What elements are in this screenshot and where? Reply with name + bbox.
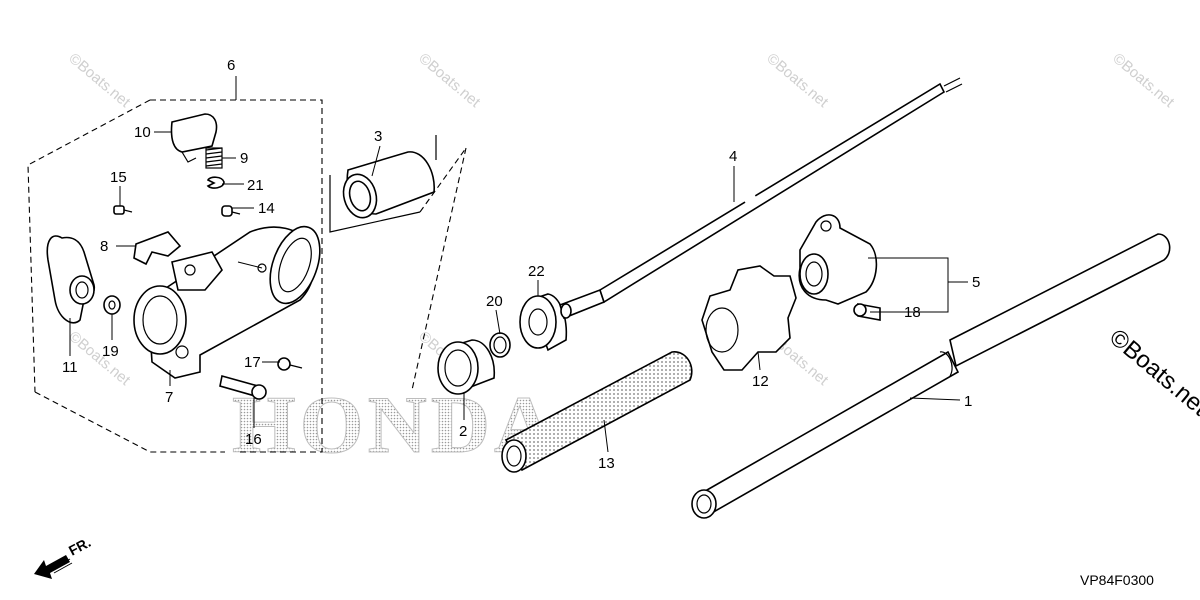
callout-3: 3 — [374, 128, 382, 145]
bolt-15 — [113, 205, 133, 215]
boats-watermark: ©Boats.net — [415, 50, 484, 111]
snap-ring — [489, 332, 511, 358]
lock-button — [170, 113, 218, 163]
callout-8: 8 — [100, 238, 108, 255]
callout-14: 14 — [258, 200, 275, 217]
diagram-code: VP84F0300 — [1080, 572, 1154, 588]
damper — [701, 265, 797, 371]
pipe-3 — [329, 135, 467, 391]
boats-watermark-large: ©Boats.net — [1104, 324, 1200, 421]
callout-10: 10 — [134, 124, 151, 141]
leader-lines — [69, 76, 968, 453]
front-label: FR. — [66, 534, 93, 559]
callout-12: 12 — [752, 373, 769, 390]
drive-shaft — [559, 77, 963, 320]
washer — [103, 295, 121, 315]
bolt-18 — [853, 303, 881, 321]
callout-5: 5 — [972, 274, 980, 291]
boats-watermark: ©Boats.net — [65, 50, 134, 111]
callout-7: 7 — [165, 389, 173, 406]
callout-21: 21 — [247, 177, 264, 194]
honda-watermark: HONDA — [232, 379, 557, 470]
callout-22: 22 — [528, 263, 545, 280]
callout-20: 20 — [486, 293, 503, 310]
callout-15: 15 — [110, 169, 127, 186]
spring — [205, 147, 223, 169]
grip-tube — [501, 351, 693, 473]
collar — [437, 339, 496, 395]
bracket — [798, 214, 878, 305]
boats-watermark: ©Boats.net — [763, 50, 832, 111]
boats-watermark: ©Boats.net — [1109, 50, 1178, 111]
bolt-14 — [221, 205, 241, 217]
bolt-17 — [277, 357, 303, 371]
callout-17: 17 — [244, 354, 261, 371]
callout-16: 16 — [245, 431, 262, 448]
clip — [133, 231, 182, 266]
front-direction-arrow: FR. — [34, 534, 93, 579]
bolt-16 — [219, 374, 267, 400]
callout-9: 9 — [240, 150, 248, 167]
wing-bolt — [46, 235, 96, 324]
callout-6: 6 — [227, 57, 235, 74]
callout-19: 19 — [102, 343, 119, 360]
e-clip — [206, 176, 225, 189]
grip-housing — [133, 225, 321, 379]
callout-2: 2 — [459, 423, 467, 440]
callout-11: 11 — [62, 359, 78, 376]
main-pipe — [691, 233, 1171, 519]
watermarks: ©Boats.net ©Boats.net ©Boats.net ©Boats.… — [65, 50, 1200, 421]
bearing — [519, 293, 568, 352]
callout-18: 18 — [904, 304, 921, 321]
callout-1: 1 — [964, 393, 972, 410]
callout-4: 4 — [729, 148, 737, 165]
callout-13: 13 — [598, 455, 615, 472]
callout-labels: 6 10 9 21 15 14 8 11 19 7 17 16 3 4 22 2… — [62, 57, 980, 472]
